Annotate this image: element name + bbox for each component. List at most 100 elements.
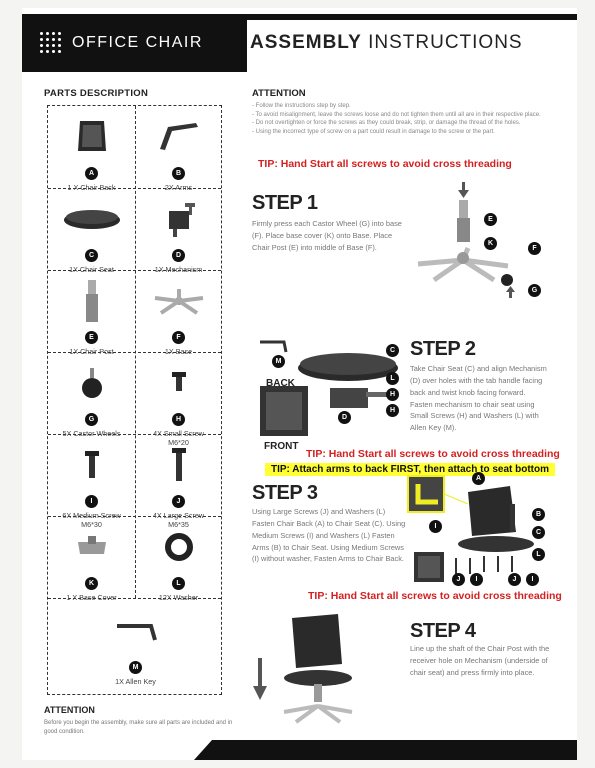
dot-grid-logo-icon	[40, 32, 62, 54]
step2-back-label: BACK	[266, 378, 295, 389]
step1-marker: E	[484, 213, 497, 226]
step1-marker: K	[484, 237, 497, 250]
step1-marker: G	[528, 284, 541, 297]
large-screw-icon	[171, 448, 186, 481]
part-letter-badge: G	[85, 413, 98, 426]
base-cover-icon	[77, 536, 106, 554]
attention-bottom-text: Before you begin the assembly, make sure…	[44, 720, 233, 735]
step1-base-illustration	[417, 182, 515, 298]
washer-icon	[164, 533, 193, 561]
part-label: 5X Castor Wheels	[62, 429, 121, 438]
part-letter-badge: K	[85, 577, 98, 590]
attention-item: - Using the incorrect type of screw on a…	[252, 129, 495, 136]
part-label: 1X Chair Post	[69, 347, 114, 356]
chair-post-icon	[85, 280, 98, 322]
title-bold: ASSEMBLY	[250, 32, 362, 53]
step3-marker: L	[532, 548, 545, 561]
step3-marker: I	[470, 573, 483, 586]
step4-title: STEP 4	[410, 620, 476, 642]
part-letter-badge: J	[172, 495, 185, 508]
parts-heading: PARTS DESCRIPTION	[44, 88, 149, 99]
part-letter-badge: F	[172, 331, 185, 344]
part-letter-badge: E	[85, 331, 98, 344]
part-letter-badge: D	[172, 249, 185, 262]
page-title: ASSEMBLY INSTRUCTIONS	[250, 32, 523, 54]
part-washer: L 12X Washer	[135, 522, 222, 602]
part-letter-badge: B	[172, 167, 185, 180]
attention-list: - Follow the instructions step by step. …	[252, 102, 552, 137]
part-label: 1X Base	[164, 347, 193, 356]
step3-marker: J	[452, 573, 465, 586]
header-rule	[247, 14, 577, 20]
arm-icon	[159, 123, 198, 150]
step2-marker: H	[386, 388, 399, 401]
castor-wheel-icon	[81, 368, 102, 398]
chair-seat-icon	[63, 210, 120, 229]
grid-divider	[48, 270, 221, 271]
part-label: 1X Mechanism	[154, 265, 203, 274]
part-letter-badge: A	[85, 167, 98, 180]
step2-marker: L	[386, 372, 399, 385]
step1-title: STEP 1	[252, 192, 318, 214]
part-label: 12X Washer	[158, 593, 199, 602]
allen-key-icon	[116, 624, 157, 641]
mechanism-icon	[168, 203, 195, 237]
part-mechanism: D 1X Mechanism	[135, 194, 222, 274]
medium-screw-icon	[84, 451, 99, 478]
step3-marker: C	[532, 526, 545, 539]
parts-grid: A 1 X Chair Back B 2X Arms C 1X Chair Se…	[47, 105, 222, 695]
part-label: 1 X Chair Back	[67, 183, 116, 192]
step3-marker: I	[526, 573, 539, 586]
part-chair-back: A 1 X Chair Back	[48, 112, 135, 192]
brand-name: OFFICE CHAIR	[72, 34, 203, 51]
step3-text: Using Large Screws (J) and Washers (L) F…	[252, 507, 406, 564]
part-castor-wheels: G 5X Castor Wheels	[48, 358, 135, 438]
part-chair-post: E 1X Chair Post	[48, 276, 135, 356]
step2-title: STEP 2	[410, 338, 476, 360]
grid-divider	[48, 188, 221, 189]
step2-marker: C	[386, 344, 399, 357]
grid-divider	[48, 516, 221, 517]
attention-heading: ATTENTION	[252, 88, 306, 99]
attention-bottom-heading: ATTENTION	[44, 705, 95, 715]
part-letter-badge: H	[172, 413, 185, 426]
instruction-sheet: OFFICE CHAIR ASSEMBLY INSTRUCTIONS PARTS…	[22, 8, 577, 760]
part-arms: B 2X Arms	[135, 112, 222, 192]
part-label: 1X Allen Key	[115, 677, 156, 686]
brand-header: OFFICE CHAIR	[22, 14, 247, 72]
part-chair-seat: C 1X Chair Seat	[48, 194, 135, 274]
footer-bar	[194, 740, 577, 760]
step3-marker: J	[508, 573, 521, 586]
step3-chair-illustration	[407, 475, 534, 582]
step2-marker: M	[272, 355, 285, 368]
step2-seat-illustration	[260, 340, 398, 436]
part-letter-badge: C	[85, 249, 98, 262]
part-letter-badge: L	[172, 577, 185, 590]
part-label: 2X Arms	[164, 183, 193, 192]
step3-marker: I	[429, 520, 442, 533]
tip-hand-start: TIP: Hand Start all screws to avoid cros…	[308, 590, 562, 602]
tip-hand-start: TIP: Hand Start all screws to avoid cros…	[258, 158, 512, 170]
title-rest: INSTRUCTIONS	[368, 32, 523, 53]
attention-item: - To avoid misalignment, leave the screw…	[252, 111, 541, 118]
part-base-cover: K 1 X Base Cover	[48, 522, 135, 602]
step2-marker: H	[386, 404, 399, 417]
step3-title: STEP 3	[252, 482, 318, 504]
step4-chair-illustration	[253, 614, 353, 724]
tip-hand-start: TIP: Hand Start all screws to avoid cros…	[306, 448, 560, 460]
base-icon	[154, 289, 203, 315]
step2-marker: D	[338, 411, 351, 424]
attention-item: - Do not overtighten or force the screws…	[252, 120, 521, 127]
part-label: 1X Chair Seat	[69, 265, 114, 274]
step2-front-label: FRONT	[264, 441, 299, 452]
part-allen-key: M 1X Allen Key	[48, 606, 223, 686]
step3-marker: B	[532, 508, 545, 521]
grid-divider	[48, 598, 221, 599]
part-label: 1 X Base Cover	[66, 593, 117, 602]
